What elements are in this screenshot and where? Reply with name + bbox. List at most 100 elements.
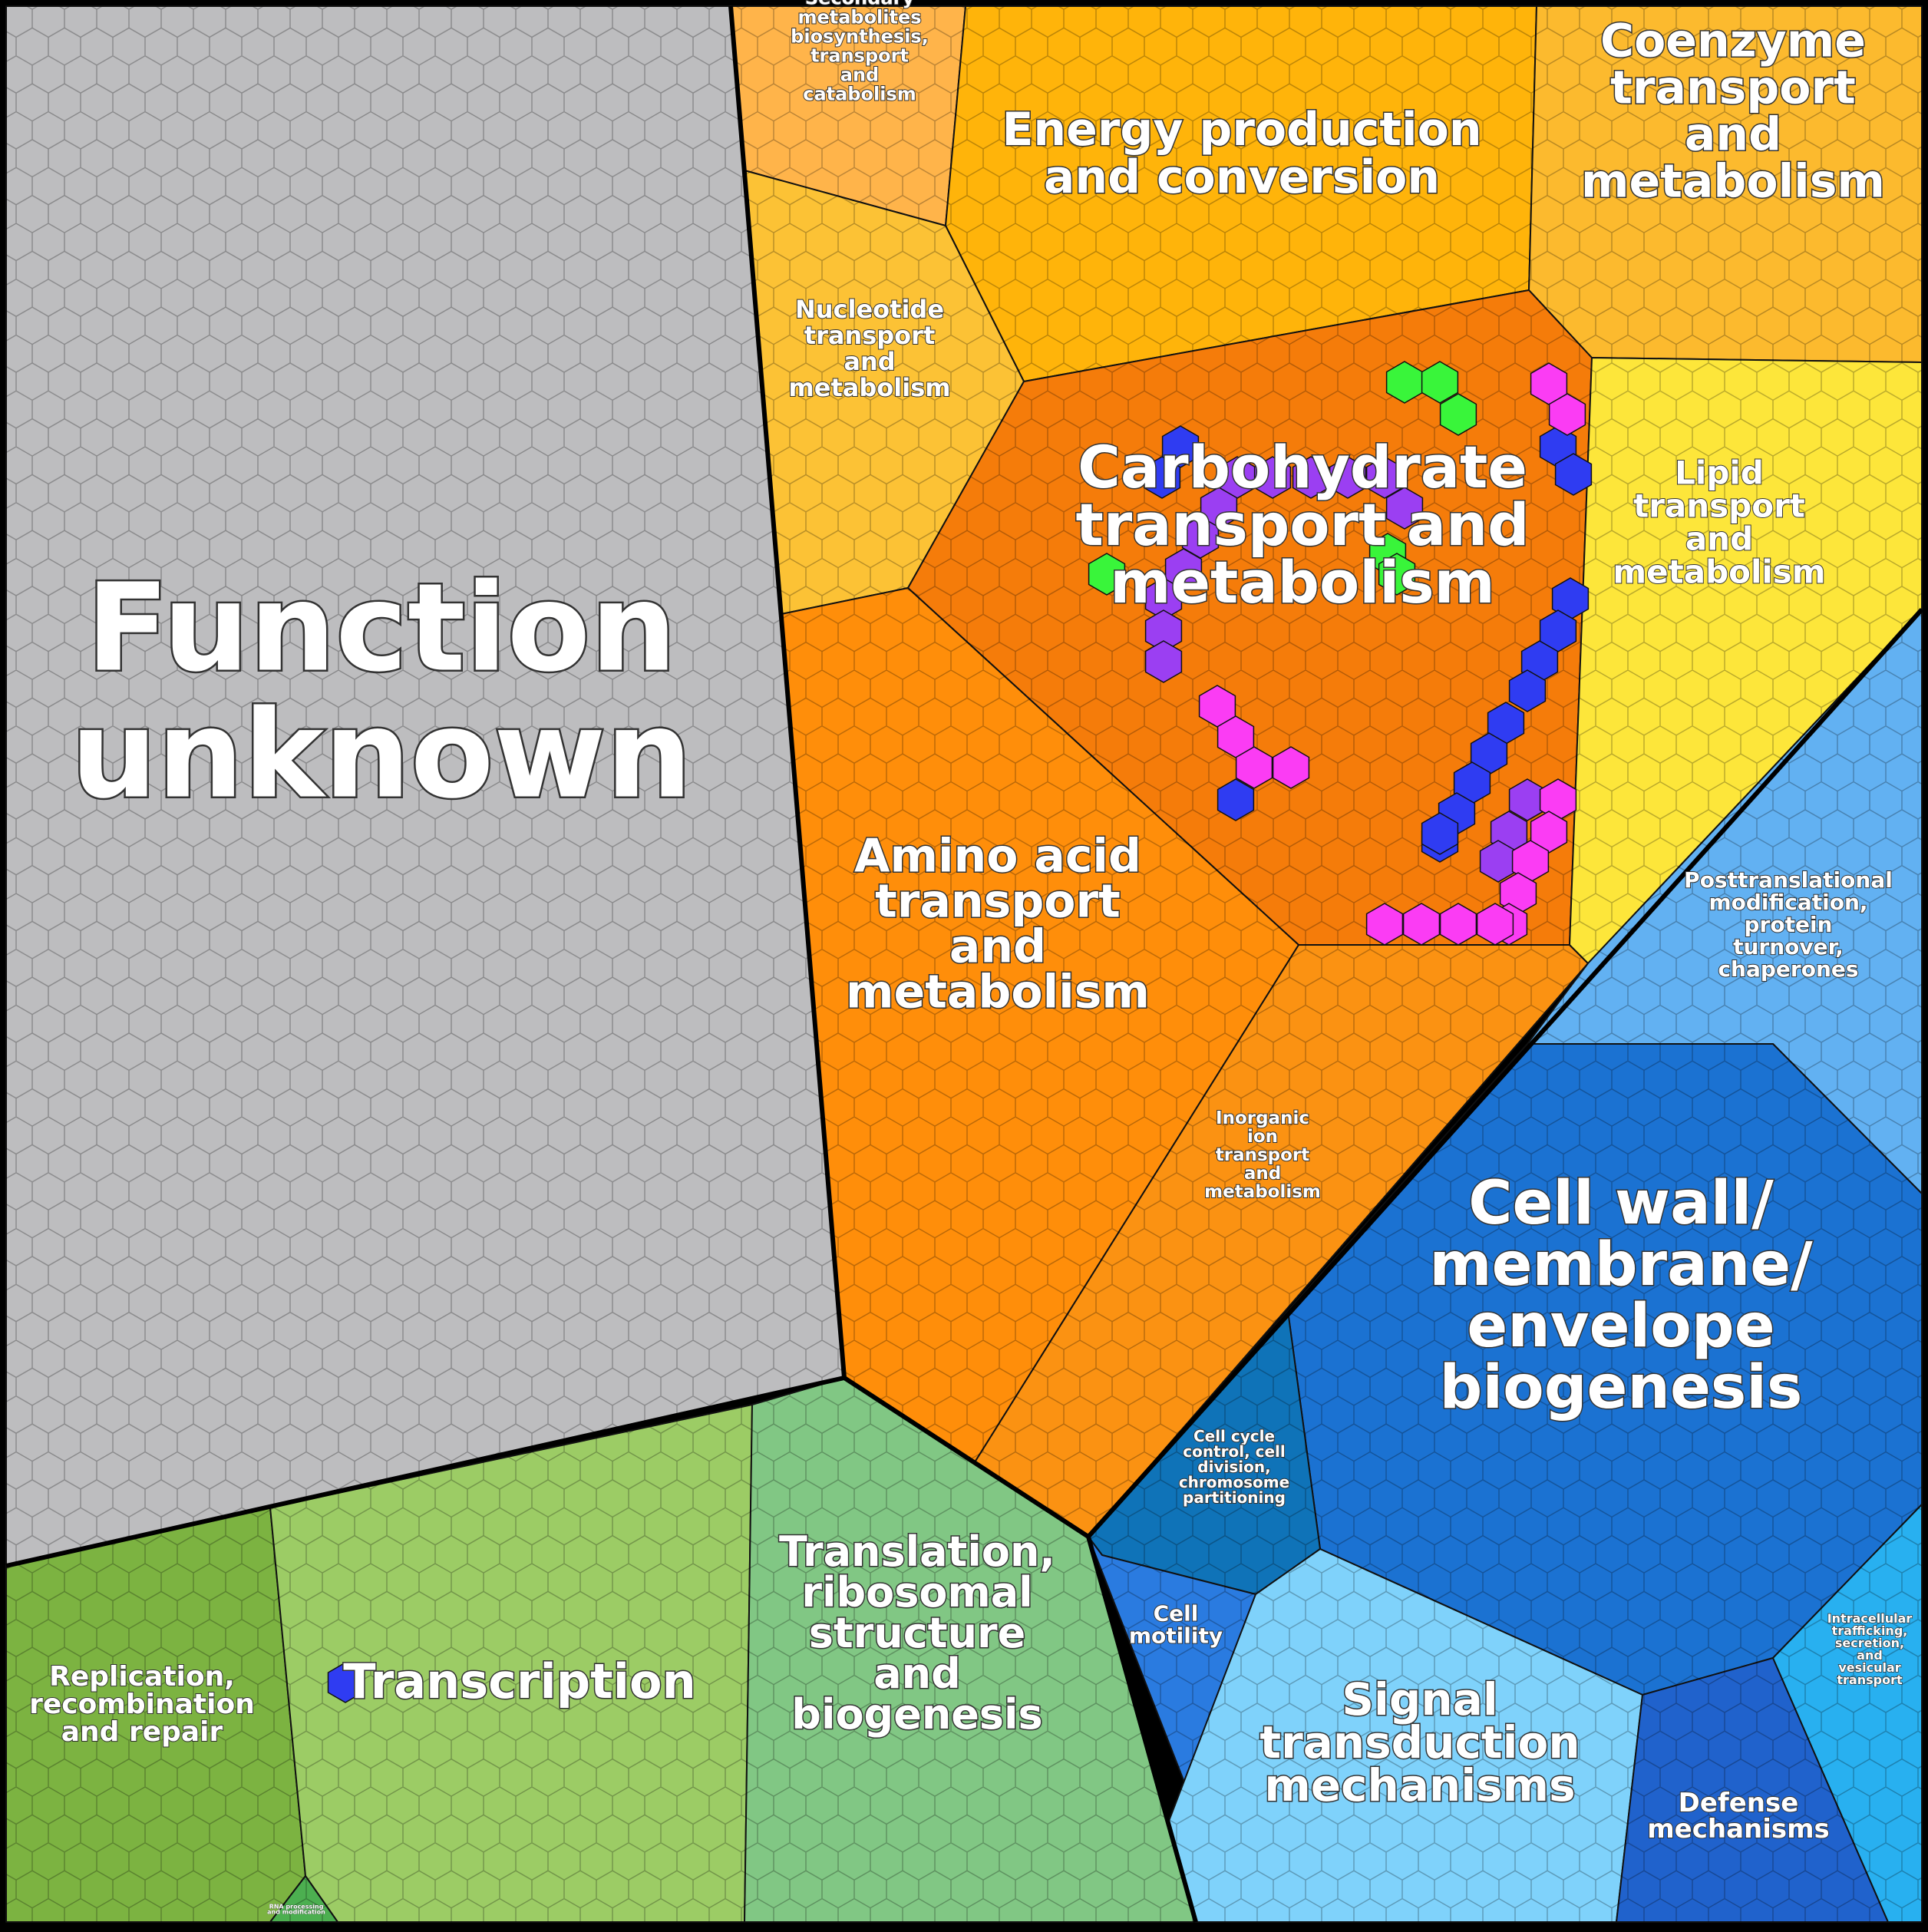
label-line: turnover,: [1733, 934, 1844, 959]
label-line: unknown: [71, 685, 692, 826]
label-line: and: [1685, 108, 1781, 162]
highlight-cell[interactable]: [1253, 456, 1292, 499]
label-line: Transcription: [343, 1653, 696, 1709]
highlight-cell[interactable]: [1421, 812, 1459, 855]
label-line: chaperones: [1718, 956, 1858, 982]
label-line: Replication,: [49, 1661, 235, 1693]
label-line: Inorganic: [1216, 1108, 1309, 1128]
highlight-cell[interactable]: [1272, 746, 1310, 789]
label-line: transduction: [1259, 1716, 1580, 1769]
highlight-cell[interactable]: [1421, 361, 1459, 404]
label-line: and: [1244, 1164, 1281, 1184]
label-line: Amino acid: [854, 830, 1141, 883]
label-line: membrane/: [1429, 1230, 1813, 1300]
highlight-cell[interactable]: [1144, 640, 1183, 683]
label-line: secretion,: [1835, 1636, 1904, 1650]
label-line: trafficking,: [1832, 1623, 1908, 1638]
label-line: Cell: [1154, 1601, 1199, 1627]
label-line: ion: [1247, 1127, 1278, 1147]
highlight-cell[interactable]: [1439, 393, 1477, 436]
label-line: RNA processing: [269, 1904, 324, 1911]
highlight-cell[interactable]: [1554, 453, 1593, 496]
label-line: transport: [810, 45, 909, 67]
label-line: control, cell: [1183, 1442, 1286, 1461]
label-line: and: [1857, 1648, 1883, 1663]
label-line: Energy production: [1002, 103, 1481, 157]
label-line: protein: [1745, 912, 1833, 937]
label-line: modification,: [1708, 890, 1867, 915]
highlight-cell[interactable]: [1292, 456, 1330, 499]
label-line: Translation,: [779, 1527, 1055, 1576]
label-line: Intracellular: [1827, 1611, 1913, 1626]
highlight-cell[interactable]: [1365, 456, 1404, 499]
label-line: Defense: [1679, 1788, 1799, 1818]
highlight-cell[interactable]: [1164, 548, 1203, 591]
label-line: and: [1685, 520, 1753, 558]
label-line: vesicular: [1838, 1660, 1900, 1675]
label-line: and repair: [61, 1716, 223, 1748]
highlight-cell[interactable]: [1385, 487, 1424, 530]
highlight-cells: [1088, 361, 1593, 946]
label-line: metabolism: [788, 373, 950, 402]
label-line: and conversion: [1044, 150, 1440, 204]
label-line: motility: [1129, 1623, 1223, 1649]
highlight-cell[interactable]: [1143, 456, 1181, 499]
label-line: Coenzyme: [1600, 15, 1866, 68]
category-borders: [5, 5, 1924, 1923]
label-line: and: [873, 1650, 961, 1698]
label-line: Secondary: [805, 0, 915, 9]
highlight-cell[interactable]: [1217, 778, 1255, 821]
label-line: chromosome: [1179, 1473, 1289, 1491]
label-line: recombination: [29, 1689, 255, 1720]
label-line: biogenesis: [1440, 1353, 1803, 1422]
label-line: and: [840, 64, 879, 86]
label-line: metabolism: [846, 966, 1150, 1019]
highlight-cell[interactable]: [1508, 669, 1547, 712]
label-line: metabolism: [1204, 1182, 1321, 1202]
label-line: Lipid: [1675, 454, 1764, 492]
label-line: transport: [1837, 1673, 1903, 1687]
highlight-cell[interactable]: [1402, 903, 1441, 946]
label-line: and modification: [267, 1909, 325, 1916]
label-line: biogenesis: [791, 1690, 1042, 1739]
highlight-cell[interactable]: [327, 1662, 364, 1703]
highlight-cell[interactable]: [1548, 393, 1586, 436]
label-line: structure: [809, 1609, 1026, 1657]
label-line: transport: [1610, 61, 1856, 115]
label-secondary-metabolites: Secondarymetabolitesbiosynthesis,transpo…: [791, 0, 929, 105]
label-line: metabolism: [1613, 553, 1825, 591]
highlight-cell[interactable]: [1439, 903, 1477, 946]
label-line: Signal: [1342, 1673, 1497, 1726]
highlight-cell[interactable]: [1329, 456, 1367, 499]
label-line: metabolism: [1110, 548, 1495, 616]
highlight-cell[interactable]: [1235, 746, 1273, 789]
highlight-cell[interactable]: [1088, 553, 1126, 596]
label-line: ribosomal: [801, 1568, 1032, 1617]
label-line: biosynthesis,: [791, 26, 929, 48]
label-line: transport: [804, 321, 935, 350]
highlight-cell[interactable]: [1365, 903, 1404, 946]
label-transcription: Transcription: [343, 1653, 696, 1709]
label-line: metabolites: [797, 7, 921, 28]
label-line: Carbohydrate: [1078, 433, 1527, 501]
highlight-cell[interactable]: [1378, 553, 1416, 596]
label-line: envelope: [1467, 1292, 1774, 1361]
label-line: Posttranslational: [1684, 867, 1893, 893]
label-line: catabolism: [803, 84, 916, 105]
highlight-cell[interactable]: [1476, 903, 1514, 946]
